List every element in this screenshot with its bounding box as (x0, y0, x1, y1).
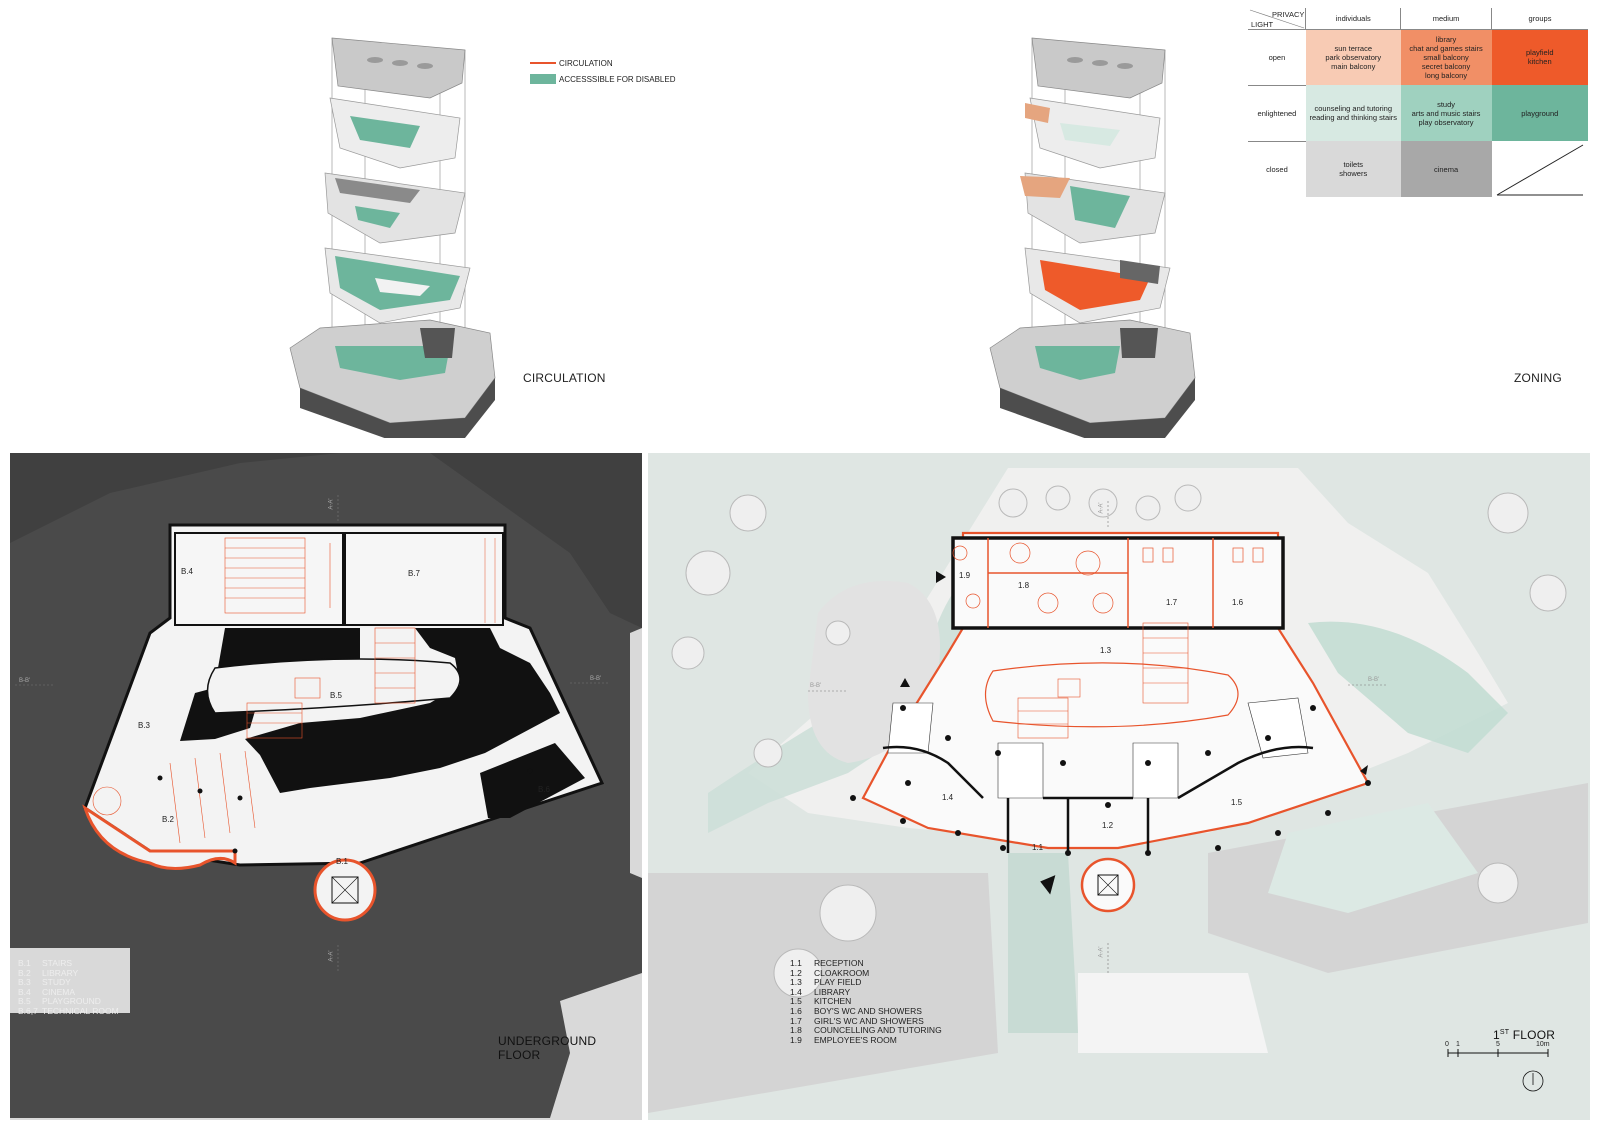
zone-cell: playground (1491, 85, 1588, 141)
room-label-1-8: 1.8 (1018, 581, 1030, 590)
accessible-swatch (530, 74, 556, 84)
room-label-b5: B.5 (330, 691, 343, 700)
circulation-axonometric (289, 37, 496, 438)
room-label-b4: B.4 (181, 567, 194, 576)
col-header: groups (1491, 8, 1588, 30)
section-mark: A-A' (328, 950, 335, 962)
legend-label: ACCESSSIBLE FOR DISABLED (559, 74, 676, 84)
first-floor-plan (648, 468, 1588, 1113)
circulation-title: CIRCULATION (523, 371, 606, 385)
section-mark: B-B' (1368, 677, 1380, 683)
section-mark: A-A' (1098, 946, 1105, 958)
section-mark: A-A' (328, 498, 335, 510)
zone-cell-empty (1491, 141, 1588, 197)
room-label-b6: B.6 (538, 785, 551, 794)
room-label-1-7: 1.7 (1166, 598, 1178, 607)
scale-label-5: 5 (1496, 1041, 1500, 1048)
roof-slab (331, 37, 466, 99)
section-mark: B-B' (590, 676, 602, 682)
room-label-1-3: 1.3 (1100, 646, 1112, 655)
first-floor-title: 1ST FLOOR (1493, 1028, 1556, 1042)
row-header: enlightened (1248, 85, 1306, 142)
zoning-title: ZONING (1514, 371, 1562, 385)
room-label-1-5: 1.5 (1231, 798, 1243, 807)
scale-label-0: 0 (1445, 1041, 1449, 1048)
ground-slab (289, 319, 496, 438)
level-1-slab (324, 247, 471, 324)
circulation-legend: CIRCULATION ACCESSSIBLE FOR DISABLED (530, 56, 675, 86)
room-label-b3: B.3 (138, 721, 151, 730)
row-header: closed (1266, 164, 1288, 174)
section-mark: B-B' (810, 683, 822, 689)
service-block (951, 536, 1285, 630)
zoning-table: individuals medium groups open sun terra… (1248, 8, 1588, 197)
cinema-room (174, 532, 344, 626)
room-label-b7: B.7 (408, 569, 421, 578)
legend-label: CIRCULATION (559, 58, 613, 68)
row-header: open (1248, 29, 1306, 86)
room-label-1-9: 1.9 (959, 571, 971, 580)
north-arrow (1522, 1070, 1544, 1092)
zoning-axonometric (989, 37, 1196, 438)
room-label-1-6: 1.6 (1232, 598, 1244, 607)
technical-room-b7 (344, 532, 504, 626)
zone-cell: cinema (1400, 141, 1492, 197)
room-label-b2: B.2 (162, 815, 175, 824)
circulation-line-swatch (530, 62, 556, 64)
room-label-1-2: 1.2 (1102, 821, 1114, 830)
scale-label-10m: 10m (1536, 1041, 1550, 1048)
legend-item-disabled-access: ACCESSSIBLE FOR DISABLED (530, 72, 675, 86)
room-label-1-1: 1.1 (1032, 843, 1044, 852)
legend-item-circulation: CIRCULATION (530, 56, 675, 70)
section-mark: B-B' (19, 678, 31, 684)
underground-floor-panel: B.1 B.2 B.3 B.4 B.5 B.6 B.7 B-B' B-B' A-… (10, 453, 642, 1120)
scale-bar-graphic (1447, 1049, 1549, 1057)
underground-title: UNDERGROUND FLOOR (498, 1034, 597, 1062)
level-2-slab (324, 172, 466, 244)
col-header: medium (1400, 8, 1492, 30)
section-mark: A-A' (1098, 502, 1105, 514)
room-label-1-4: 1.4 (942, 793, 954, 802)
level-3-slab (329, 97, 461, 169)
first-floor-panel: 1.1 1.2 1.3 1.4 1.5 1.6 1.7 1.8 1.9 B-B'… (648, 453, 1590, 1120)
col-header: individuals (1305, 8, 1401, 30)
corner-cell (1248, 8, 1306, 30)
underground-plan (10, 453, 642, 1118)
room-label-b1: B.1 (336, 857, 349, 866)
scale-label-1: 1 (1456, 1041, 1460, 1048)
